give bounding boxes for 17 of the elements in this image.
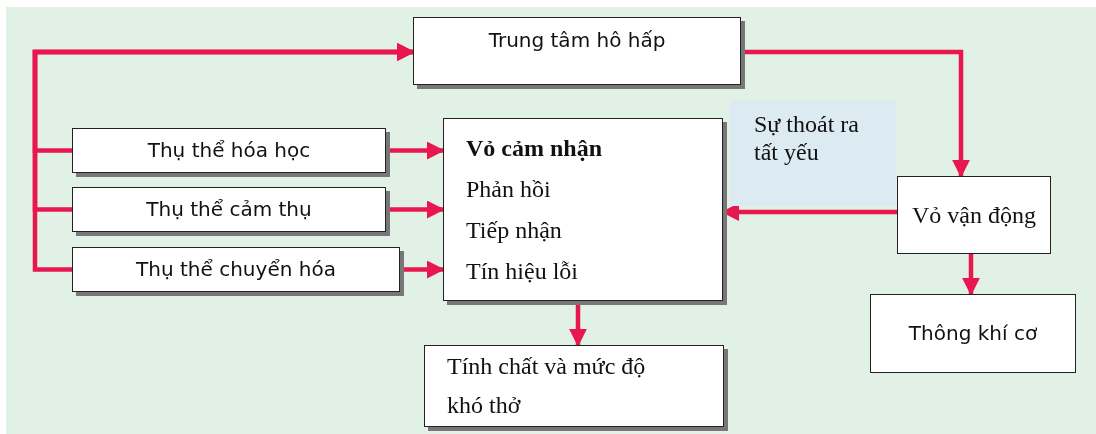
box-label: Tính chất và mức độ khó thở (447, 352, 647, 420)
arrow (32, 43, 415, 272)
box-label: Thụ thể hóa học (146, 137, 312, 164)
list-item: Tín hiệu lỗi (466, 256, 579, 286)
list-item: Phản hồi (466, 174, 552, 204)
box-heading: Vỏ cảm nhận (466, 133, 604, 163)
box-label: Sự thoát ra tất yếu (754, 110, 860, 166)
box-label: Thụ thể cảm thụ (145, 196, 313, 223)
process-box (870, 294, 1076, 373)
box-label: Trung tâm hô hấp (487, 26, 667, 54)
process-box (897, 176, 1051, 254)
box-label: Thụ thể chuyển hóa (135, 256, 337, 283)
list-item: Tiếp nhận (466, 215, 563, 245)
arrow (962, 254, 980, 296)
box-label: Thông khí cơ (907, 320, 1039, 347)
note-box (730, 100, 896, 206)
box-label: Vỏ vận động (911, 200, 1037, 230)
